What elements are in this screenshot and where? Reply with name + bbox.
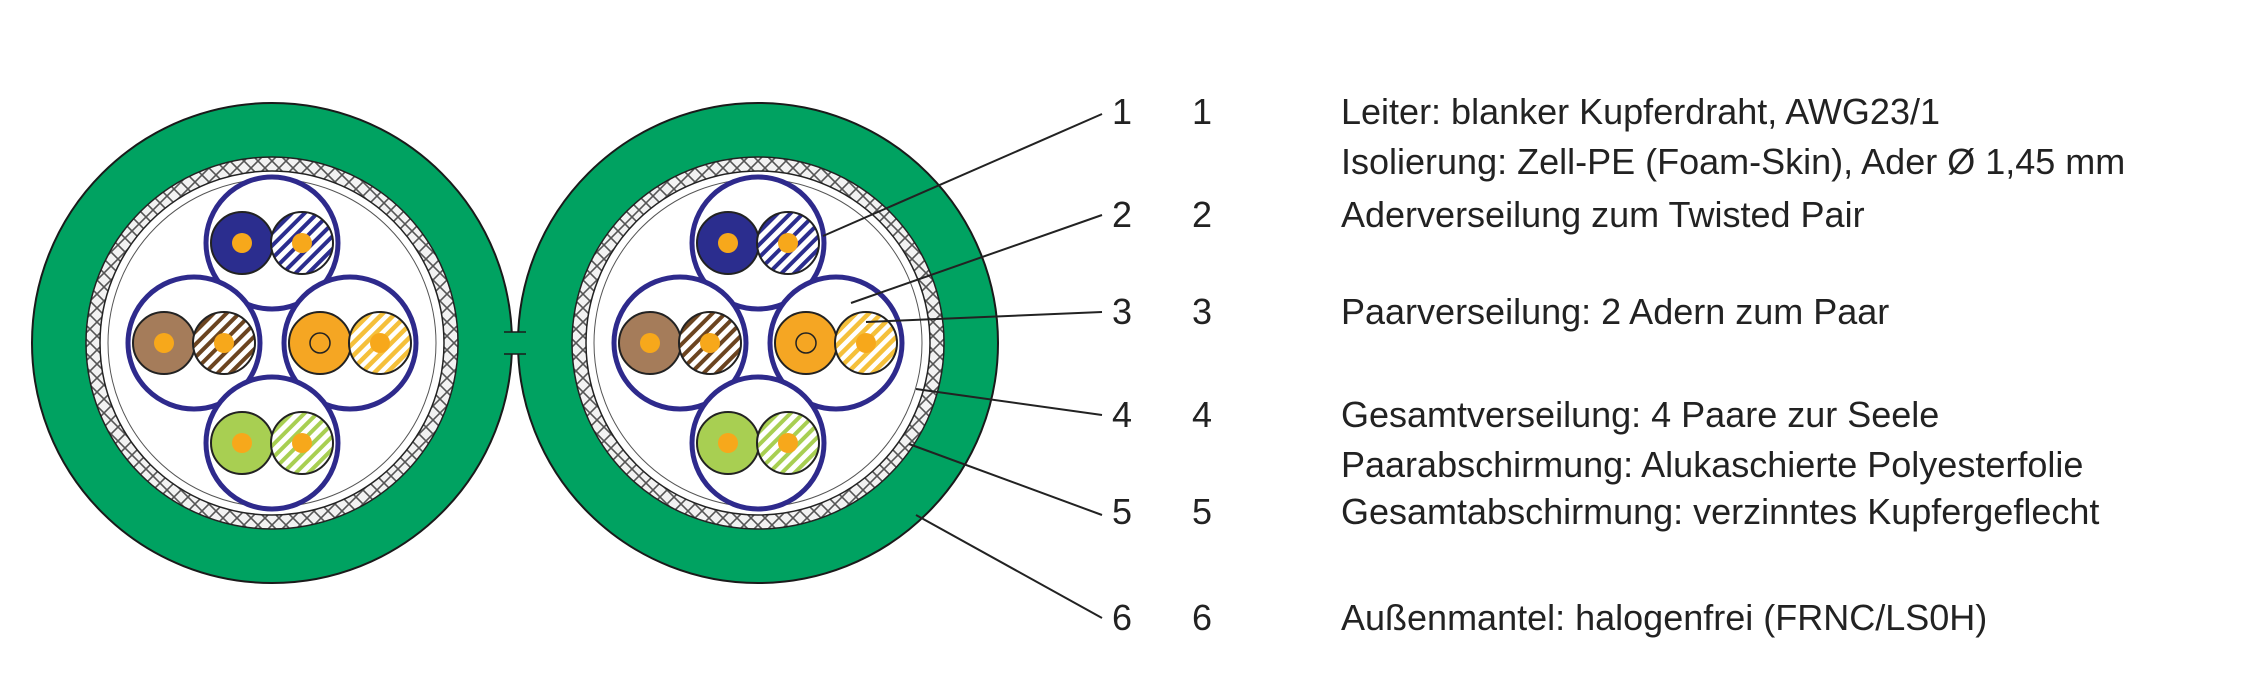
legend-number: 6 [1191,597,1213,638]
callout-number: 2 [1111,194,1133,235]
legend-text: Isolierung: Zell-PE (Foam-Skin), Ader Ø … [1341,141,2126,182]
legend-number: 3 [1191,291,1213,332]
callout-number: 1 [1111,91,1133,132]
leader-line-5 [908,443,1103,516]
leader-lines [822,113,1103,619]
legend-number: 5 [1191,491,1213,532]
leader-line-6 [915,514,1103,619]
leader-line-3 [865,311,1103,323]
legend-number: 4 [1191,394,1213,435]
legend-number: 1 [1191,91,1213,132]
leader-line-2 [850,214,1103,304]
legend-text: Gesamtabschirmung: verzinntes Kupfergefl… [1341,491,2100,532]
leader-line-4 [915,388,1103,416]
callout-number: 4 [1111,394,1133,435]
cable-right [518,103,998,583]
callout-number: 3 [1111,291,1133,332]
legend-text: Leiter: blanker Kupferdraht, AWG23/1 [1341,91,1940,132]
legend-text: Paarabschirmung: Alukaschierte Polyester… [1341,444,2084,485]
legend-text: Außenmantel: halogenfrei (FRNC/LS0H) [1341,597,1988,638]
cable-bridge [504,331,526,355]
legend-text: Aderverseilung zum Twisted Pair [1341,194,1865,235]
legend-text: Paarverseilung: 2 Adern zum Paar [1341,291,1890,332]
legend-text: Gesamtverseilung: 4 Paare zur Seele [1341,394,1940,435]
callout-number: 5 [1111,491,1133,532]
legend-number: 2 [1191,194,1213,235]
leader-line-1 [822,113,1103,237]
cable-left [32,103,512,583]
callout-number: 6 [1111,597,1133,638]
